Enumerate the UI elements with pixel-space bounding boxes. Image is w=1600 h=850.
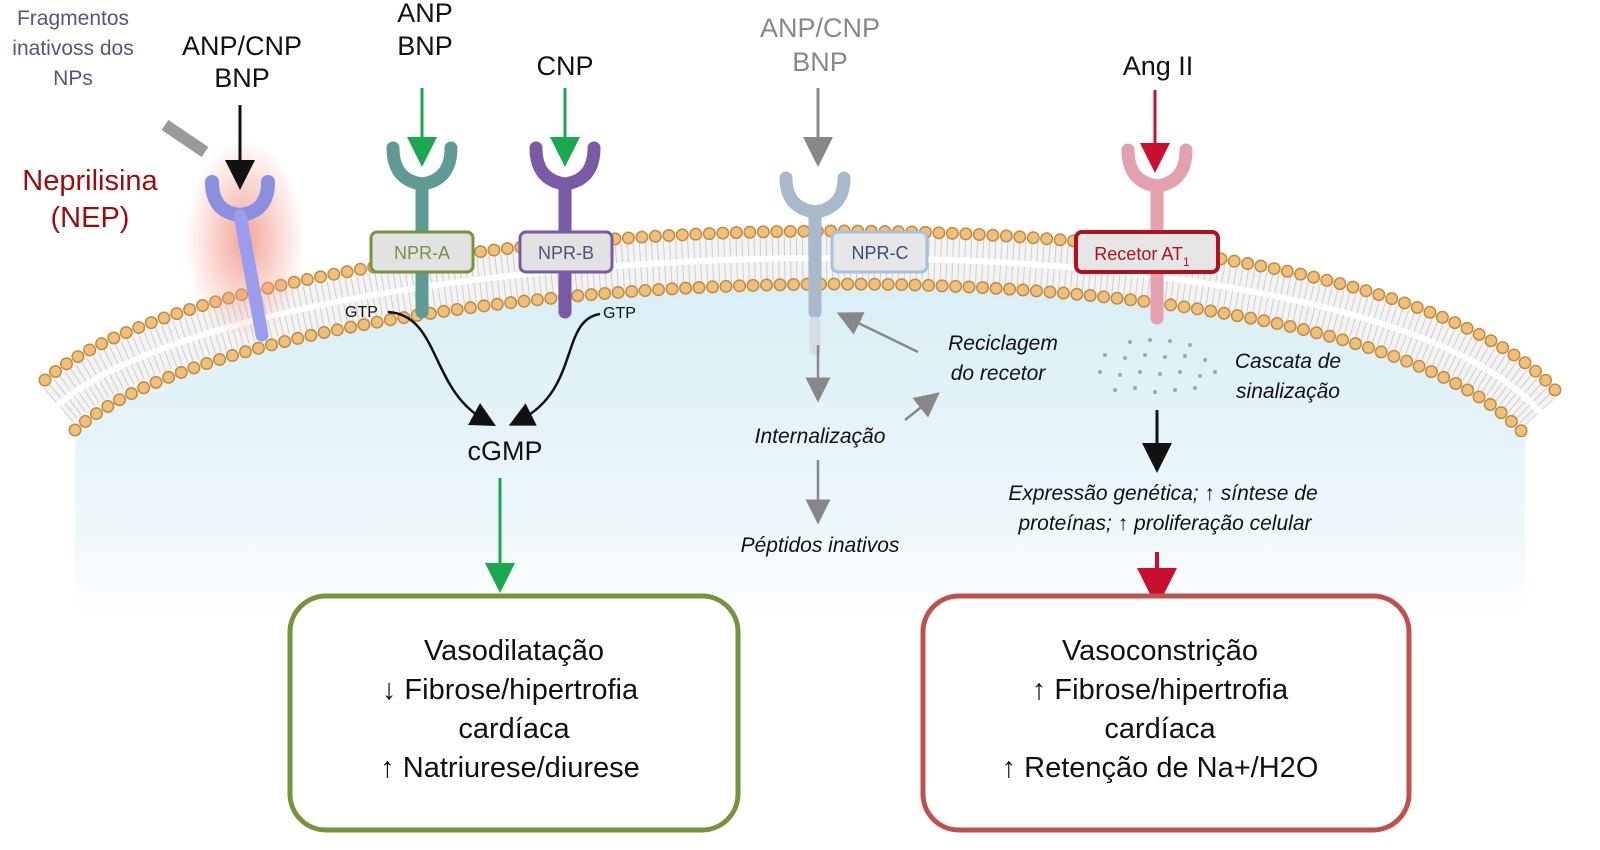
npr-b-label: NPR-B [538, 243, 594, 263]
gtp-right-label: GTP [603, 305, 636, 322]
npr-c-ligand-label: ANP/CNP [760, 13, 880, 43]
nep-receptor-icon [205, 175, 275, 342]
nep-name: Neprilisina [22, 165, 158, 197]
harmful-effect-1: Vasoconstrição [1062, 635, 1258, 667]
npr-c-ligand-label-2: BNP [792, 47, 848, 77]
beneficial-effect-3: cardíaca [458, 713, 570, 745]
cgmp-label: cGMP [467, 436, 542, 466]
harmful-effect-3: cardíaca [1104, 713, 1216, 745]
beneficial-effect-2: ↓ Fibrose/hipertrofia [382, 674, 639, 706]
fragments-label-3: NPs [53, 67, 93, 90]
signaling-cascade-dots [1098, 338, 1217, 394]
recycling-arrow [836, 312, 919, 354]
harmful-effect-4: ↑ Retenção de Na+/H2O [1002, 752, 1319, 784]
recycling-label-2: do recetor [951, 362, 1047, 385]
nep-ligand-label-2: BNP [214, 63, 270, 93]
expression-label: Expressão genética; ↑ síntese de [1008, 482, 1317, 505]
at1-ligand-label: Ang II [1123, 51, 1194, 81]
cell-membrane [38, 224, 1562, 442]
harmful-effects-box [920, 593, 1412, 833]
npr-c-box [830, 230, 929, 274]
gtp-right-arrow [508, 312, 601, 426]
npr-c-label: NPR-C [852, 243, 909, 263]
at1-box [1074, 230, 1220, 274]
npr-a-box [369, 230, 475, 274]
gtp-left-label: GTP [345, 304, 378, 321]
beneficial-effect-4: ↑ Natriurese/diurese [380, 752, 640, 784]
to-recycling-arrow [904, 392, 940, 421]
beneficial-effect-1: Vasodilatação [424, 635, 604, 667]
nep-ligand-label: ANP/CNP [182, 31, 302, 61]
gtp-left-arrow [387, 310, 496, 426]
recycling-label: Reciclagem [948, 332, 1058, 355]
cascade-label: Cascata de [1235, 350, 1341, 373]
npr-a-ligand-label: ANP [397, 0, 453, 28]
npr-a-label: NPR-A [394, 243, 450, 263]
npr-a-ligand-label-2: BNP [397, 31, 453, 61]
npr-b-ligand-label: CNP [536, 51, 593, 81]
expression-label-2: proteínas; ↑ proliferação celular [1018, 512, 1313, 535]
npr-b-box [518, 230, 614, 274]
fragment-exit-arrow [161, 120, 209, 157]
npr-c-receptor-icon [779, 171, 851, 356]
at1-label: Recetor AT1 [1094, 244, 1190, 269]
internalization-label: Internalização [755, 425, 886, 448]
cascade-label-2: sinalização [1236, 380, 1340, 403]
fragments-label: Fragmentos [17, 7, 129, 30]
nep-abbr: (NEP) [51, 202, 130, 234]
inactive-peptides-label: Péptidos inativos [741, 534, 900, 557]
beneficial-effects-box [287, 593, 741, 833]
cytoplasm [75, 284, 1525, 615]
fragments-label-2: inativoss dos [12, 37, 133, 60]
harmful-effect-2: ↑ Fibrose/hipertrofia [1032, 674, 1289, 706]
